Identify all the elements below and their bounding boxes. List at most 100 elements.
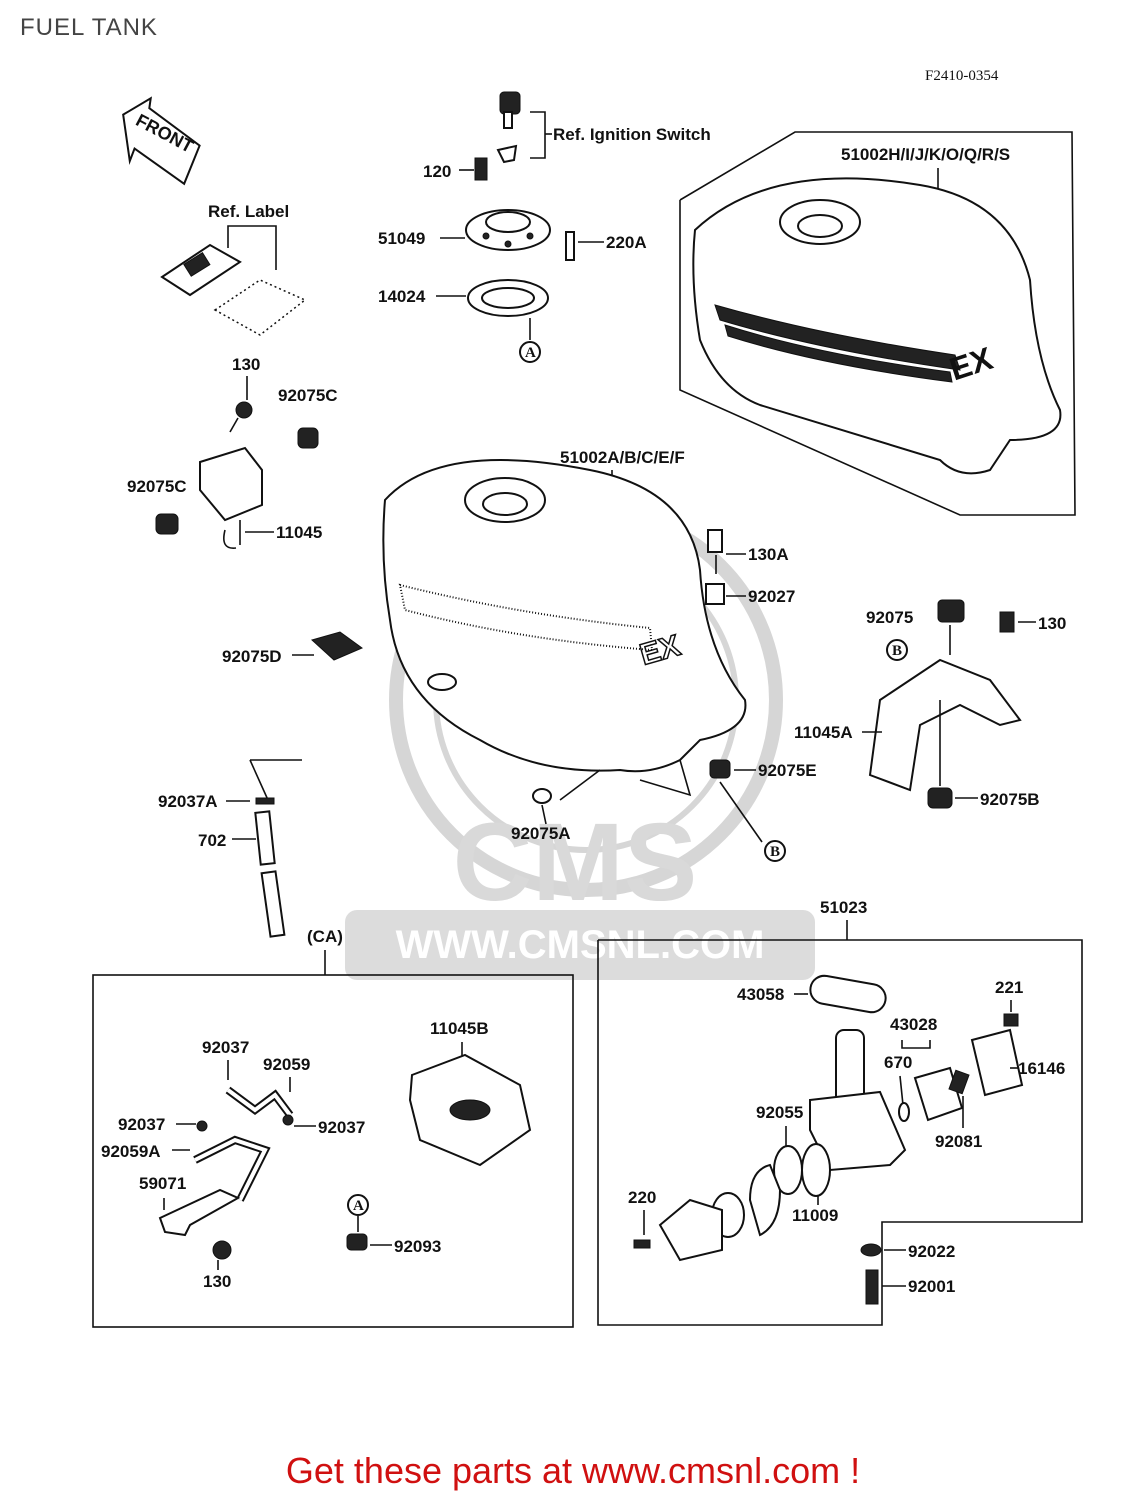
label-92059: 92059 — [263, 1055, 310, 1074]
label-92037-ca-2: 92037 — [118, 1115, 165, 1134]
label-51002-variant-b: 51002H/I/J/K/O/Q/R/S — [841, 145, 1010, 164]
fuel-tank-variant-b-icon — [692, 177, 1062, 475]
label-120: 120 — [423, 162, 451, 181]
label-ignition-switch: Ref. Ignition Switch — [553, 125, 711, 144]
bolt-130-right-icon — [999, 611, 1015, 633]
screw-220a-icon — [565, 231, 575, 261]
watermark-url: WWW.CMSNL.COM — [396, 923, 765, 967]
hose-702-top-icon — [254, 810, 276, 866]
label-220a: 220A — [606, 233, 647, 252]
damper-92075-icon — [937, 599, 965, 623]
ca-box: (CA) 11045B 92037 92059 92037 92037 9205… — [92, 927, 574, 1328]
label-51049: 51049 — [378, 229, 425, 248]
label-220-tap: 220 — [628, 1188, 656, 1207]
damper-92075a-icon — [532, 788, 552, 804]
label-92001: 92001 — [908, 1277, 955, 1296]
lever-icon — [748, 1163, 782, 1237]
screw-120-icon — [474, 157, 488, 181]
label-130a: 130A — [748, 545, 789, 564]
footer-link[interactable]: Get these parts at www.cmsnl.com ! — [285, 1450, 861, 1491]
label-92022: 92022 — [908, 1242, 955, 1261]
label-92075c-top: 92075C — [278, 386, 338, 405]
label-43058: 43058 — [737, 985, 784, 1004]
label-59071: 59071 — [139, 1174, 186, 1193]
label-92075-right: 92075 — [866, 608, 913, 627]
label-51023: 51023 — [820, 898, 867, 917]
label-text-sheet-icon — [213, 279, 307, 336]
pad-92075d-icon — [310, 631, 364, 661]
label-92055: 92055 — [756, 1103, 803, 1122]
label-221: 221 — [995, 978, 1023, 997]
ignition-key-icon — [499, 91, 521, 115]
damper-92075b-icon — [927, 787, 953, 809]
label-130-top: 130 — [232, 355, 260, 374]
label-14024: 14024 — [378, 287, 426, 306]
label-92081: 92081 — [935, 1132, 982, 1151]
label-92037-ca-3: 92037 — [318, 1118, 365, 1137]
label-92075b: 92075B — [980, 790, 1040, 809]
filter-gasket-43058-icon — [809, 974, 887, 1014]
marker-b-2-text: B — [892, 643, 902, 659]
label-92075d: 92075D — [222, 647, 282, 666]
label-11009: 11009 — [792, 1206, 838, 1225]
label-92059a: 92059A — [101, 1142, 161, 1161]
label-92037a: 92037A — [158, 792, 218, 811]
label-130-ca: 130 — [203, 1272, 231, 1291]
marker-b-1-text: B — [770, 844, 780, 860]
bracket-11045a-icon — [868, 658, 1022, 792]
plate-icon — [658, 1198, 723, 1262]
label-16146: 16146 — [1018, 1059, 1065, 1078]
label-51002-variant-a: 51002A/B/C/E/F — [560, 448, 685, 467]
label-92075a: 92075A — [511, 824, 571, 843]
spring-92081-icon — [948, 1069, 970, 1095]
tank-variant-a-group: 51002A/B/C/E/F EX — [382, 448, 747, 801]
bolt-130-icon — [235, 401, 253, 419]
bolt-130a-icon — [707, 529, 723, 553]
damper-92075c-left-icon — [155, 513, 179, 535]
fuel-tap-body-icon — [809, 1090, 907, 1172]
marker-a-2-text: A — [353, 1198, 364, 1214]
bolt-130-ca-icon — [212, 1240, 232, 1260]
label-702: 702 — [198, 831, 226, 850]
fuel-cap-assembly: Ref. Ignition Switch 120 51049 220A 1402… — [378, 91, 711, 363]
damper-92075c-top-icon — [297, 427, 319, 449]
washer-92022-icon — [860, 1243, 882, 1257]
mount-parts-left: 92075D 92037A 702 92075A — [158, 631, 571, 938]
watermark-logo: CMS — [453, 801, 697, 924]
label-11045: 11045 — [276, 523, 322, 542]
page-title: FUEL TANK — [20, 14, 158, 41]
fitting-92093-icon — [346, 1233, 368, 1251]
label-130-right: 130 — [1038, 614, 1066, 633]
label-92037-ca-1: 92037 — [202, 1038, 249, 1057]
label-11045b: 11045B — [430, 1019, 489, 1038]
screw-220-icon — [633, 1239, 651, 1249]
marker-a-2 — [347, 1194, 369, 1216]
ref-label-group: Ref. Label — [160, 202, 307, 336]
fuel-tap-box: 51023 43058 221 43028 670 16146 92081 92… — [597, 898, 1083, 1326]
fuel-tank-variant-a-icon — [382, 459, 747, 773]
tank-variant-b-group: 51002H/I/J/K/O/Q/R/S EX — [679, 131, 1076, 516]
label-92075e: 92075E — [758, 761, 817, 780]
drawing-code: F2410-0354 — [925, 68, 999, 84]
label-43028: 43028 — [890, 1015, 937, 1034]
front-arrow: FRONT — [122, 96, 201, 186]
bolt-92001-icon — [865, 1269, 879, 1305]
marker-b-2 — [886, 639, 908, 661]
cover-16146-icon — [970, 1028, 1024, 1097]
label-11045a: 11045A — [794, 723, 853, 742]
ref-label-text: Ref. Label — [208, 202, 289, 221]
label-92075c-left: 92075C — [127, 477, 187, 496]
marker-a-1 — [519, 341, 541, 363]
bracket-59071-icon — [158, 1188, 241, 1237]
screw-221-icon — [1003, 1013, 1019, 1027]
label-92027: 92027 — [748, 587, 795, 606]
diaphragm-43028-icon — [913, 1066, 964, 1122]
watermark-banner — [345, 910, 815, 980]
collar-92027-icon — [705, 583, 725, 605]
label-92093: 92093 — [394, 1237, 441, 1256]
damper-92075e-icon — [709, 759, 731, 779]
bracket-11045-icon — [199, 446, 263, 522]
marker-a-1-text: A — [525, 345, 536, 361]
marker-b-1 — [764, 840, 786, 862]
